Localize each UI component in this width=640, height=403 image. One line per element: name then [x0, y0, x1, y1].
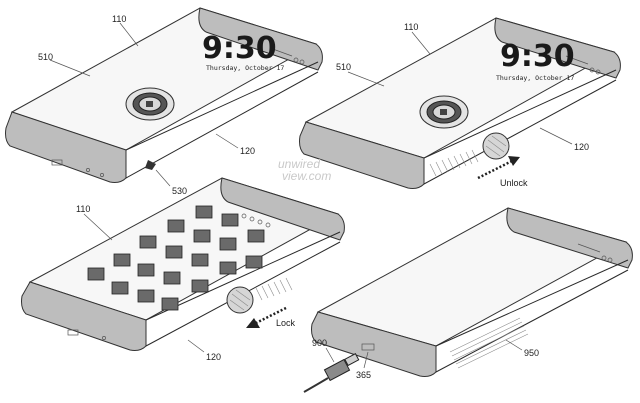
app-icon — [191, 279, 209, 293]
label-120: 120 — [574, 142, 589, 152]
app-icon — [245, 255, 263, 269]
app-icon — [87, 267, 105, 281]
label-365: 365 — [356, 370, 371, 380]
swipe-trail — [429, 132, 510, 177]
app-grid — [87, 205, 271, 311]
label-900: 900 — [312, 338, 327, 348]
app-icon — [219, 261, 237, 275]
label-110: 110 — [112, 14, 126, 24]
sensor-dots — [577, 243, 613, 263]
device-bottom-left: Lock 110 120 — [21, 177, 345, 362]
label-110: 110 — [76, 204, 90, 214]
app-icon — [137, 263, 155, 277]
touch-point-icon — [145, 160, 156, 170]
sensor-dots — [565, 55, 601, 75]
app-icon — [219, 237, 237, 251]
device-top-right-right-edge — [494, 17, 621, 79]
app-icon — [193, 229, 211, 243]
unlock-label: Unlock — [500, 178, 528, 188]
lock-label: Lock — [276, 318, 296, 328]
app-icon — [167, 219, 185, 233]
device-bottom-left-curved-edge — [21, 281, 147, 351]
speaker-grille — [449, 317, 529, 369]
device-top-left-right-edge — [198, 7, 323, 71]
usb-cable-icon — [303, 352, 360, 393]
port-icon — [51, 159, 63, 166]
label-530: 530 — [172, 186, 187, 196]
label-510: 510 — [38, 52, 53, 62]
app-icon — [195, 205, 213, 219]
port-icon — [67, 329, 79, 336]
device-bottom-left-right-edge — [220, 177, 345, 241]
label-120: 120 — [240, 146, 255, 156]
port-icon — [361, 343, 375, 351]
label-110: 110 — [404, 22, 418, 32]
watermark: unwired view.com — [278, 157, 331, 183]
app-icon — [161, 297, 179, 311]
lockscreen-date: Thursday, October 17 — [496, 74, 574, 82]
swipe-trail — [226, 277, 293, 314]
lock-button-icon — [419, 95, 469, 129]
app-icon — [221, 213, 239, 227]
app-icon — [111, 281, 129, 295]
app-icon — [139, 235, 157, 249]
lock-button-icon — [125, 87, 175, 121]
label-510: 510 — [336, 62, 351, 72]
label-950: 950 — [524, 348, 539, 358]
watermark-line1: unwired — [278, 157, 320, 171]
app-icon — [137, 289, 155, 303]
app-icon — [165, 245, 183, 259]
device-top-right-curved-edge — [299, 121, 425, 189]
app-icon — [163, 271, 181, 285]
app-icon — [191, 253, 209, 267]
device-bottom-right-right-edge — [506, 207, 633, 269]
device-top-left: 9:30 Thursday, October 17 110 510 120 53… — [5, 7, 323, 196]
unlock-arrow — [477, 156, 520, 180]
device-bottom-right: 900 365 950 — [303, 207, 633, 393]
lockscreen-time: 9:30 — [500, 39, 575, 74]
sensor-dots — [269, 47, 305, 65]
lock-arrow — [246, 306, 287, 328]
label-120: 120 — [206, 352, 221, 362]
lockscreen-date: Thursday, October 17 — [206, 64, 284, 72]
app-icon — [113, 253, 131, 267]
device-top-right: 9:30 Thursday, October 17 Unlock 110 510… — [299, 17, 621, 189]
app-icon — [247, 229, 265, 243]
lockscreen-time: 9:30 — [202, 31, 277, 66]
device-top-left-curved-edge — [5, 111, 127, 183]
watermark-line2: view.com — [282, 169, 331, 183]
